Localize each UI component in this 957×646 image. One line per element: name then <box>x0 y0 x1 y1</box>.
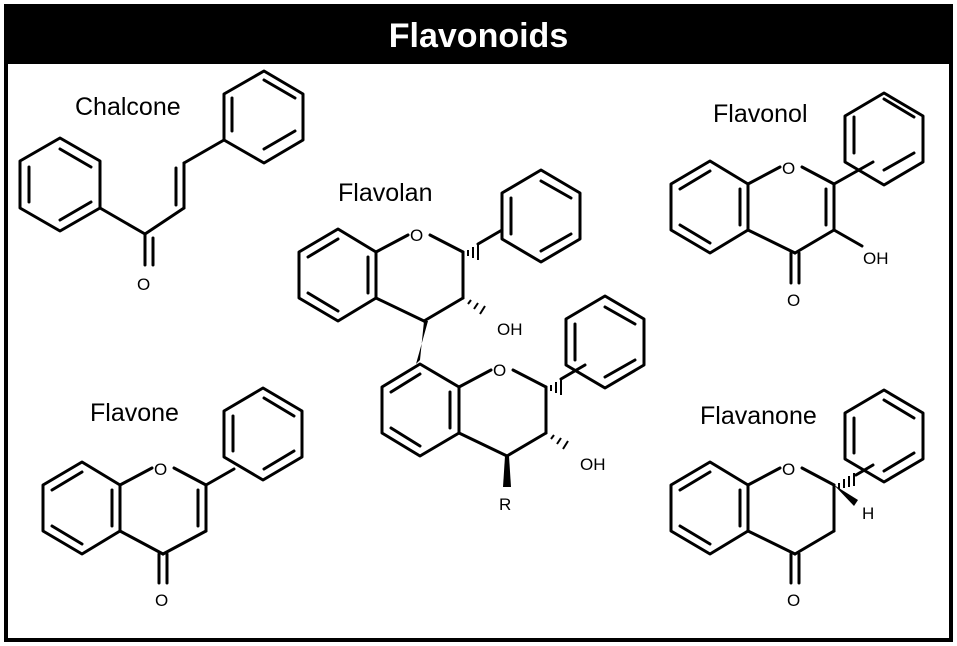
flavanone-ring-o-atom: O <box>782 460 795 479</box>
flavone-phenyl <box>222 386 304 482</box>
chalcone-o-atom: O <box>137 275 150 294</box>
flavolan-upper-o-atom: O <box>410 226 423 245</box>
chalcone-benzene-ring-a <box>18 136 102 233</box>
flavolan-r-bond <box>503 456 511 487</box>
flavanone-benzene <box>669 460 750 556</box>
flavanone-keto-o-atom: O <box>787 591 800 610</box>
flavolan-upper-benzene <box>297 227 378 323</box>
flavone-label: Flavone <box>90 399 179 427</box>
flavolan-lower-oh-atom: OH <box>580 455 606 474</box>
chalcone-structure: Chalcone O <box>18 69 305 294</box>
flavanone-h-atom: H <box>862 504 874 523</box>
flavanone-phenyl <box>843 388 925 484</box>
flavone-benzene <box>41 460 122 556</box>
flavolan-label: Flavolan <box>338 179 433 207</box>
flavolan-lower-phenyl <box>564 294 646 390</box>
chalcone-chain-bond <box>98 206 147 236</box>
flavonol-phenyl <box>843 91 925 187</box>
flavolan-r-group: R <box>499 495 511 514</box>
flavonol-oh-atom: OH <box>863 249 889 268</box>
flavanone-label: Flavanone <box>700 402 817 430</box>
flavonol-structure: Flavonol O O OH <box>669 91 925 310</box>
flavone-structure: Flavone O O <box>41 386 304 610</box>
flavone-ring-o-atom: O <box>154 460 167 479</box>
flavolan-upper-phenyl <box>500 168 582 264</box>
flavolan-lower-o-atom: O <box>493 361 506 380</box>
flavolan-upper-oh-atom: OH <box>497 320 523 339</box>
chalcone-benzene-ring-b <box>222 69 305 165</box>
title-bar: Flavonoids <box>8 8 949 64</box>
flavonol-ring-o-atom: O <box>782 159 795 178</box>
flavolan-structure: Flavolan O OH <box>297 168 646 514</box>
flavolan-interflavan-bond <box>416 321 428 364</box>
flavonol-keto-o-atom: O <box>787 291 800 310</box>
flavonol-benzene <box>669 159 750 255</box>
flavonol-label: Flavonol <box>713 100 808 128</box>
flavanone-h-wedge <box>834 485 858 506</box>
chalcone-label: Chalcone <box>75 93 181 121</box>
flavolan-lower-benzene <box>380 362 461 458</box>
diagram-title: Flavonoids <box>388 17 569 55</box>
diagram-frame: Flavonoids <box>4 4 953 642</box>
flavanone-structure: Flavanone O O H <box>669 388 925 610</box>
flavone-keto-o-atom: O <box>155 591 168 610</box>
